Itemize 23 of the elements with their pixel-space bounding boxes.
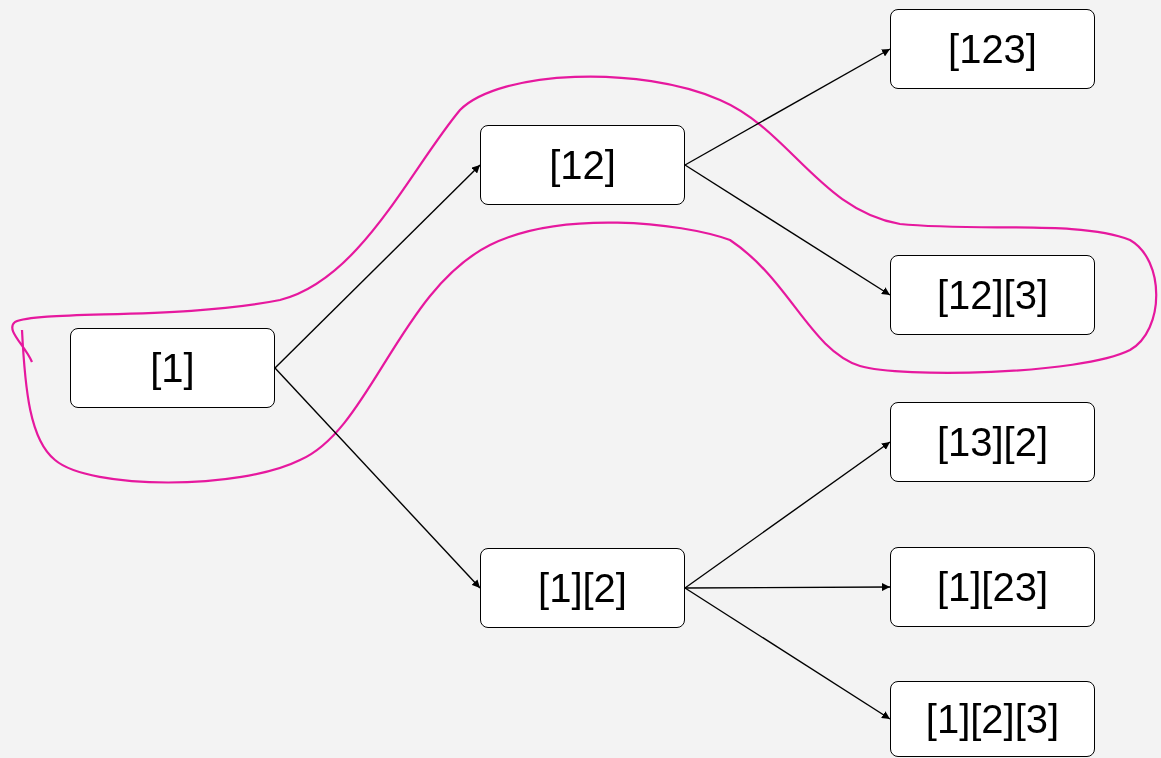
state-box: [890, 9, 1095, 89]
arrow: [274, 164, 481, 369]
node-label: [1]: [150, 345, 195, 391]
state-box: [890, 547, 1095, 627]
arrow: [684, 441, 891, 589]
state-box: [70, 328, 275, 408]
arrow: [274, 367, 481, 589]
arrow: [684, 164, 891, 296]
state-box: [890, 255, 1095, 335]
node-label: [1][2]: [538, 565, 627, 611]
arrow: [684, 587, 891, 720]
state-box: [890, 681, 1095, 757]
node-label: [1][2][3]: [925, 696, 1060, 742]
state-box: [480, 125, 685, 205]
arrow: [684, 583, 891, 592]
node-label: [13][2]: [936, 419, 1049, 465]
state-box: [890, 402, 1095, 482]
node-label: [123]: [948, 26, 1037, 72]
arrow: [684, 48, 891, 166]
node-label: [12][3]: [936, 272, 1049, 318]
state-box: [480, 548, 685, 628]
node-label: [1][23]: [936, 564, 1049, 610]
node-label: [12]: [549, 142, 616, 188]
